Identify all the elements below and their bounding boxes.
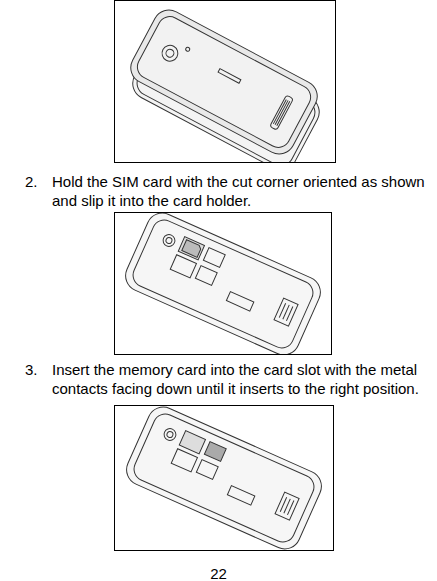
illustration-frame bbox=[114, 0, 336, 163]
step-number: 3. bbox=[25, 360, 49, 379]
illustration-frame bbox=[114, 405, 334, 551]
sim-slot-illustration bbox=[115, 213, 331, 354]
illustration-frame bbox=[114, 212, 332, 355]
page-number: 22 bbox=[0, 564, 437, 581]
step-text: Insert the memory card into the card slo… bbox=[52, 360, 436, 398]
step-number: 2. bbox=[25, 172, 49, 191]
memory-card-illustration bbox=[115, 406, 333, 550]
step-text: Hold the SIM card with the cut corner or… bbox=[52, 172, 436, 210]
back-cover-illustration bbox=[115, 1, 335, 162]
